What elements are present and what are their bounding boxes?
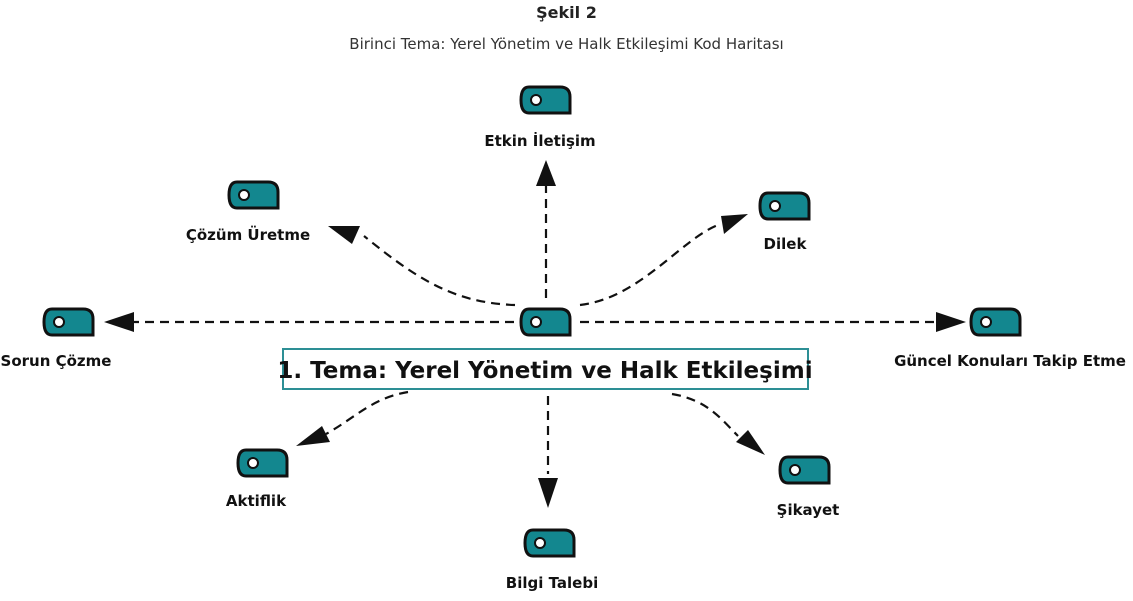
center-tag-icon	[519, 307, 572, 337]
code-node-etkin-iletisim: Etkin İletişim	[484, 85, 596, 150]
tag-icon	[236, 448, 289, 478]
code-node-cozum-uretme: Çözüm Üretme	[186, 180, 310, 244]
tag-icon	[758, 191, 811, 221]
tag-icon	[42, 307, 95, 337]
code-node-bilgi-talebi: Bilgi Talebi	[506, 528, 598, 592]
connectors	[104, 160, 966, 508]
arrowhead-etkin-iletisim	[536, 160, 556, 186]
connector-dilek	[579, 223, 719, 307]
code-label: Aktiflik	[226, 492, 287, 510]
tag-icon	[519, 85, 572, 115]
arrowhead-bilgi-talebi	[538, 478, 558, 508]
arrowhead-guncel-konulari	[936, 312, 966, 332]
arrowhead-sorun-cozme	[104, 312, 134, 332]
arrowhead-aktiflik	[296, 426, 330, 446]
code-label: Dilek	[764, 235, 808, 253]
connector-sikayet	[671, 392, 739, 437]
tag-icon	[778, 455, 831, 485]
arrowhead-sikayet	[736, 430, 765, 455]
arrowhead-dilek	[721, 214, 748, 234]
connector-cozum-uretme	[363, 235, 516, 307]
code-node-dilek: Dilek	[758, 191, 811, 253]
code-label: Bilgi Talebi	[506, 574, 598, 592]
tag-icon	[969, 307, 1022, 337]
code-label: Etkin İletişim	[484, 131, 595, 150]
connector-aktiflik	[325, 390, 409, 435]
code-node-aktiflik: Aktiflik	[226, 448, 289, 510]
figure-label: Şekil 2	[536, 3, 597, 22]
figure-title: Birinci Tema: Yerel Yönetim ve Halk Etki…	[349, 35, 784, 53]
code-label: Çözüm Üretme	[186, 225, 310, 244]
code-node-sorun-cozme: Sorun Çözme	[1, 307, 112, 370]
code-label: Şikayet	[777, 501, 840, 519]
code-node-guncel-konulari-takip-etme: Güncel Konuları Takip Etme	[894, 307, 1126, 370]
code-node-sikayet: Şikayet	[777, 455, 840, 519]
arrowhead-cozum-uretme	[328, 226, 360, 244]
code-label: Güncel Konuları Takip Etme	[894, 352, 1126, 370]
theme-label: 1. Tema: Yerel Yönetim ve Halk Etkileşim…	[277, 358, 812, 384]
theme-box	[282, 348, 809, 390]
tag-icon	[523, 528, 576, 558]
code-label: Sorun Çözme	[1, 352, 112, 370]
tag-icon	[227, 180, 280, 210]
